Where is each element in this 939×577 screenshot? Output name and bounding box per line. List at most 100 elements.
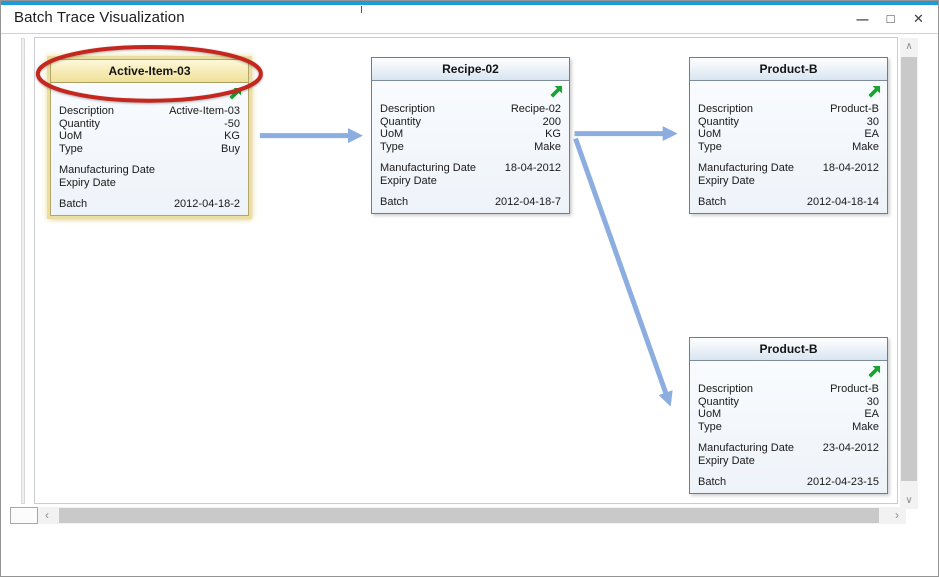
field-label: Description bbox=[380, 103, 436, 115]
field-label: Batch bbox=[380, 196, 409, 208]
scroll-up-button[interactable]: ∧ bbox=[900, 38, 918, 55]
field-row: Description Product-B bbox=[690, 103, 887, 116]
field-label: UoM bbox=[698, 128, 722, 140]
field-value: Product-B bbox=[830, 103, 879, 115]
field-label: Manufacturing Date bbox=[698, 442, 794, 454]
field-value: -50 bbox=[224, 117, 240, 130]
close-button[interactable]: ✕ bbox=[911, 9, 926, 29]
left-splitter-handle[interactable] bbox=[21, 38, 25, 504]
chevron-down-icon: ∨ bbox=[905, 495, 913, 506]
icon-row bbox=[51, 85, 248, 105]
field-value: Make bbox=[852, 140, 879, 153]
field-value: Make bbox=[534, 140, 561, 153]
field-row: Manufacturing Date 23-04-2012 bbox=[690, 442, 887, 455]
field-value: 2012-04-18-7 bbox=[494, 196, 561, 208]
field-label: Type bbox=[380, 140, 404, 153]
field-value: Make bbox=[852, 420, 879, 433]
field-label: Expiry Date bbox=[698, 454, 755, 467]
field-label: Quantity bbox=[59, 117, 100, 130]
field-label: Manufacturing Date bbox=[698, 162, 794, 174]
field-value: 18-04-2012 bbox=[822, 162, 879, 174]
window-title: Batch Trace Visualization bbox=[14, 9, 185, 26]
field-label: Description bbox=[698, 383, 754, 395]
field-row: Manufacturing Date bbox=[51, 164, 248, 177]
scrollbar-corner-box bbox=[10, 507, 38, 524]
field-gap bbox=[690, 467, 887, 476]
field-row: Manufacturing Date 18-04-2012 bbox=[690, 162, 887, 175]
vertical-scrollbar[interactable]: ∧ ∨ bbox=[900, 38, 918, 509]
drilldown-arrow-icon[interactable] bbox=[227, 87, 242, 102]
horizontal-scrollbar[interactable]: ‹ › bbox=[38, 507, 906, 524]
field-gap bbox=[372, 187, 569, 196]
field-gap bbox=[51, 155, 248, 164]
field-label: Quantity bbox=[698, 395, 739, 408]
field-row: Type Buy bbox=[51, 143, 248, 156]
drilldown-arrow-icon[interactable] bbox=[548, 85, 563, 100]
field-label: Type bbox=[59, 142, 83, 155]
field-value: 30 bbox=[866, 115, 879, 128]
field-row: Quantity 200 bbox=[372, 116, 569, 129]
scroll-right-button[interactable]: › bbox=[888, 507, 906, 524]
horizontal-scrollbar-thumb[interactable] bbox=[59, 508, 879, 523]
node-title: Product-B bbox=[690, 338, 887, 361]
minimize-button[interactable]: — bbox=[855, 9, 870, 29]
drilldown-arrow-glyph bbox=[550, 85, 563, 98]
field-label: Quantity bbox=[380, 115, 421, 128]
chevron-up-icon: ∧ bbox=[905, 41, 913, 52]
field-row: Batch 2012-04-18-7 bbox=[372, 196, 569, 209]
field-value: 2012-04-18-2 bbox=[173, 198, 240, 210]
node-card-product-b-top[interactable]: Product-B Description Product-B Quantity 3… bbox=[689, 57, 888, 214]
field-row: UoM EA bbox=[690, 408, 887, 421]
drilldown-arrow-icon[interactable] bbox=[866, 85, 881, 100]
field-row: Expiry Date bbox=[372, 175, 569, 188]
field-value: 200 bbox=[542, 115, 561, 128]
field-label: UoM bbox=[698, 408, 722, 420]
field-gap bbox=[690, 433, 887, 442]
close-icon: ✕ bbox=[913, 11, 924, 26]
drilldown-arrow-glyph bbox=[229, 87, 242, 100]
field-label: Expiry Date bbox=[380, 174, 437, 187]
scroll-left-button[interactable]: ‹ bbox=[38, 507, 56, 524]
maximize-button[interactable]: □ bbox=[883, 9, 898, 29]
drilldown-arrow-glyph bbox=[868, 365, 881, 378]
icon-row bbox=[690, 83, 887, 103]
field-value: 2012-04-18-14 bbox=[806, 196, 879, 208]
field-label: Description bbox=[698, 103, 754, 115]
field-row: Quantity -50 bbox=[51, 118, 248, 131]
chevron-right-icon: › bbox=[895, 508, 899, 522]
drilldown-arrow-icon[interactable] bbox=[866, 365, 881, 380]
field-row: Quantity 30 bbox=[690, 396, 887, 409]
vertical-scrollbar-thumb[interactable] bbox=[901, 57, 917, 481]
field-value: 30 bbox=[866, 395, 879, 408]
field-value: EA bbox=[864, 408, 879, 420]
field-label: Expiry Date bbox=[59, 176, 116, 189]
field-value: KG bbox=[224, 130, 240, 142]
chevron-left-icon: ‹ bbox=[45, 508, 49, 522]
icon-row bbox=[690, 363, 887, 383]
field-value: Buy bbox=[221, 142, 240, 155]
field-gap bbox=[51, 189, 248, 198]
titlebar: Batch Trace Visualization — □ ✕ bbox=[1, 5, 938, 34]
field-label: Manufacturing Date bbox=[59, 164, 155, 176]
field-label: Description bbox=[59, 105, 115, 117]
field-label: Quantity bbox=[698, 115, 739, 128]
icon-row bbox=[372, 83, 569, 103]
field-value: 2012-04-23-15 bbox=[806, 476, 879, 488]
scroll-down-button[interactable]: ∨ bbox=[900, 492, 918, 509]
field-row: Type Make bbox=[372, 141, 569, 154]
field-value: 23-04-2012 bbox=[822, 442, 879, 454]
node-title: Active-Item-03 bbox=[51, 60, 248, 83]
